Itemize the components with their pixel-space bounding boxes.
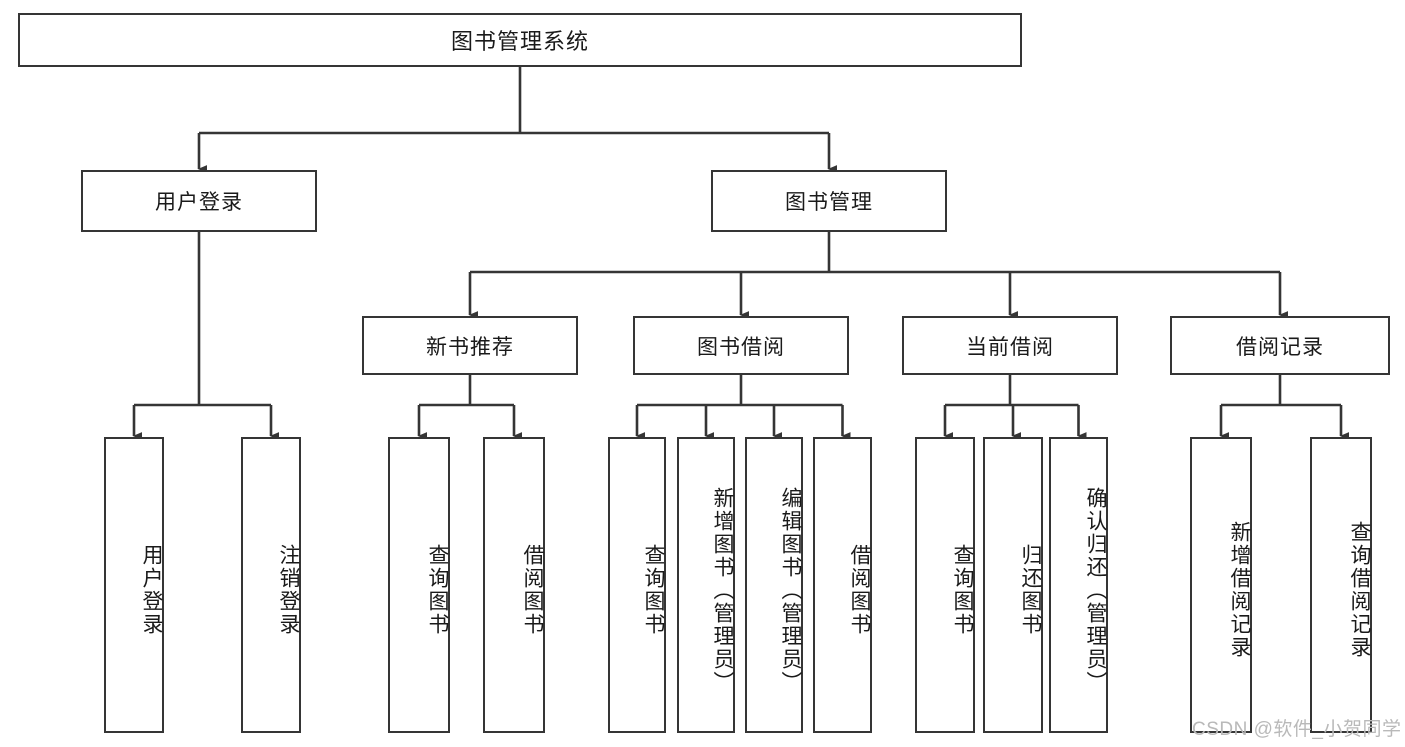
node-leaf_add_book[interactable]: 新增图书（管理员） [677,437,735,733]
node-label: 新书推荐 [426,335,514,359]
node-label: 编辑图书（管理员） [779,486,802,694]
node-label: 图书管理系统 [450,29,589,54]
node-label: 借阅记录 [1236,335,1324,359]
node-leaf_confirm_return[interactable]: 确认归还（管理员） [1049,437,1108,733]
watermark-label: CSDN @软件_小贺同学 [1192,719,1402,740]
node-label: 查询图书 [642,544,665,636]
node-leaf_return_book[interactable]: 归还图书 [983,437,1043,733]
node-label: 图书借阅 [697,335,785,359]
node-book_borrow[interactable]: 图书借阅 [633,316,849,375]
node-current_borrow[interactable]: 当前借阅 [902,316,1118,375]
node-label: 新增图书（管理员） [711,486,734,694]
node-label: 查询借阅记录 [1348,521,1371,659]
node-label: 归还图书 [1019,544,1042,636]
node-label: 用户登录 [140,544,163,636]
node-leaf_query_book_3[interactable]: 查询图书 [915,437,975,733]
node-label: 当前借阅 [966,335,1054,359]
node-leaf_query_record[interactable]: 查询借阅记录 [1310,437,1372,733]
edge-paths [132,67,1350,441]
node-label: 注销登录 [277,544,300,636]
node-label: 确认归还（管理员） [1084,486,1107,694]
node-root[interactable]: 图书管理系统 [18,13,1022,67]
node-label: 用户登录 [155,191,243,214]
node-label: 查询图书 [426,544,449,636]
node-leaf_borrow_book_2[interactable]: 借阅图书 [813,437,872,733]
node-leaf_add_record[interactable]: 新增借阅记录 [1190,437,1252,733]
node-new_book_rec[interactable]: 新书推荐 [362,316,578,375]
node-user_login[interactable]: 用户登录 [81,170,317,232]
node-leaf_borrow_book_1[interactable]: 借阅图书 [483,437,545,733]
node-leaf_user_logout[interactable]: 注销登录 [241,437,301,733]
node-label: 借阅图书 [521,544,544,636]
node-label: 新增借阅记录 [1228,521,1251,659]
node-label: 查询图书 [951,544,974,636]
node-label: 借阅图书 [848,544,871,636]
node-leaf_query_book_2[interactable]: 查询图书 [608,437,666,733]
node-leaf_user_login[interactable]: 用户登录 [104,437,164,733]
node-label: 图书管理 [785,191,873,214]
node-leaf_query_book_1[interactable]: 查询图书 [388,437,450,733]
node-leaf_edit_book[interactable]: 编辑图书（管理员） [745,437,803,733]
node-book_manage[interactable]: 图书管理 [711,170,947,232]
node-borrow_record[interactable]: 借阅记录 [1170,316,1390,375]
